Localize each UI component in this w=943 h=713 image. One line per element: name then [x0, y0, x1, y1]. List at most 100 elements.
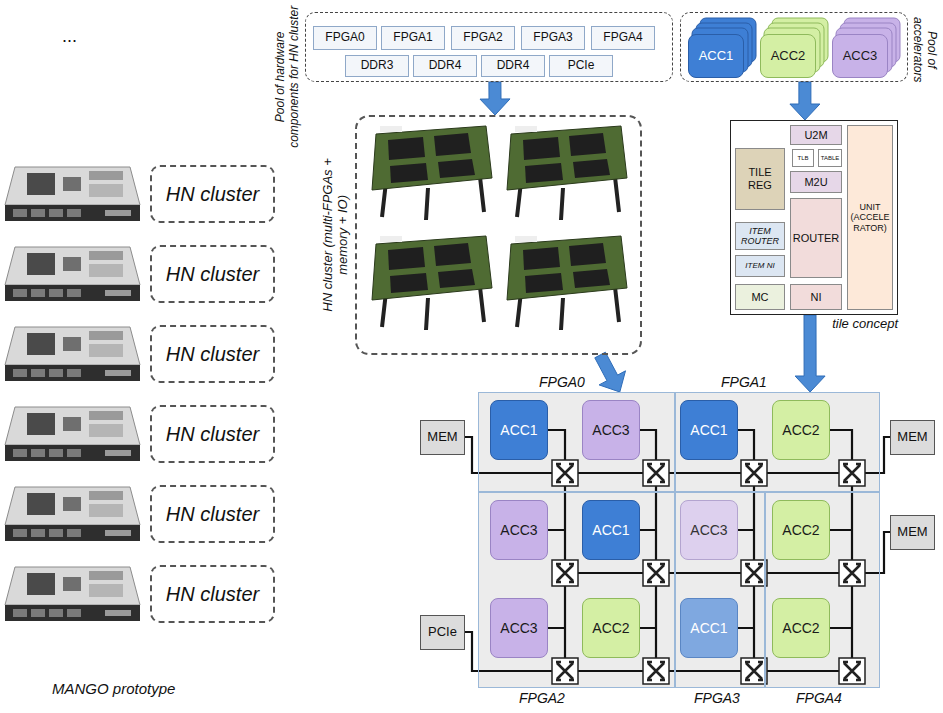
router-symbol [741, 658, 767, 684]
mc-block: MC [735, 284, 785, 310]
tlb-block: TLB [792, 149, 814, 167]
cluster-box: HN cluster [150, 325, 275, 383]
node-label: TILE REG [737, 166, 783, 191]
node-label: ACC2 [782, 620, 819, 636]
fpga-part: FPGA0 [313, 26, 377, 50]
node-label: FPGA3 [533, 31, 572, 45]
router-block: ROUTER [790, 198, 842, 278]
node-label: ACC2 [782, 422, 819, 438]
node-label: ACC2 [782, 522, 819, 538]
node-label: ITEM ROUTER [737, 226, 783, 247]
node-label: ROUTER [793, 232, 839, 245]
node-label: ACC3 [843, 49, 878, 64]
node-label: Pool of accelerators [910, 5, 938, 95]
node-label: FPGA0 [539, 374, 585, 390]
fpga-part: FPGA2 [451, 26, 515, 50]
cluster-board-group: HN cluster (multi-FPGAs + memory + IO) [355, 115, 642, 355]
item-router: ITEM ROUTER [735, 222, 785, 250]
router-symbol [839, 560, 865, 586]
node-label: FPGA2 [463, 31, 502, 45]
node-label: tile concept [832, 317, 898, 332]
ellipsis-mark: ... [62, 26, 77, 47]
node-label: HN cluster [166, 423, 259, 446]
node-label: FPGA2 [519, 690, 565, 706]
fpga-fill [675, 392, 880, 492]
flow-arrow [595, 352, 626, 392]
memory-block: MEM [890, 515, 935, 550]
accelerator-tile: ACC3 [582, 400, 640, 460]
memory-block: MEM [420, 420, 465, 455]
node-label: ACC3 [500, 620, 537, 636]
node-label: MEM [897, 430, 927, 445]
accelerator-tile: ACC1 [490, 400, 548, 460]
board-photo [372, 236, 492, 330]
accelerator-tile: ACC3 [490, 598, 548, 658]
tile-concept: tile conceptTILE REGU2MTLBTABLEM2UITEM R… [730, 120, 898, 315]
m2u-block: M2U [790, 171, 842, 193]
table-block: TABLE [818, 149, 842, 167]
node-label: HN cluster [166, 503, 259, 526]
server-photo [5, 407, 140, 461]
node-label: ACC2 [771, 49, 806, 64]
accelerator-tile: ACC1 [680, 598, 738, 658]
router-symbol [643, 560, 669, 586]
node-label: Pool of hardware components for HN clust… [274, 2, 302, 152]
node-label: DDR3 [361, 59, 394, 73]
accelerator-tile: ACC3 [680, 500, 738, 560]
accelerator-tile: ACC1 [582, 500, 640, 560]
board-photo [372, 126, 492, 220]
node-label: HN cluster [166, 263, 259, 286]
node-label: ITEM NI [745, 261, 774, 270]
node-label: ACC3 [592, 422, 629, 438]
router-symbol [552, 460, 578, 486]
accelerator-tile: ACC2 [772, 598, 830, 658]
unit-block: UNIT (ACCELE RATOR) [847, 125, 893, 310]
node-label: HN cluster [166, 183, 259, 206]
pcie-block: PCIe [420, 615, 465, 650]
node-label: FPGA1 [721, 374, 767, 390]
fpga-region: FPGA1ACC1ACC2 [675, 392, 880, 492]
node-label: MEM [897, 525, 927, 540]
node-label: PCIe [428, 625, 457, 640]
node-label: HN cluster (multi-FPGAs + memory + IO) [321, 135, 351, 335]
router-symbol [741, 560, 767, 586]
node-label: UNIT (ACCELE RATOR) [849, 202, 891, 233]
noc-wire [465, 430, 890, 671]
node-label: FPGA1 [393, 31, 432, 45]
board-photo [507, 126, 627, 220]
node-label: FPGA0 [325, 31, 364, 45]
node-label: FPGA4 [603, 31, 642, 45]
cluster-box: HN cluster [150, 405, 275, 463]
router-symbol [741, 460, 767, 486]
fpga-fill [478, 492, 675, 688]
node-label: U2M [804, 129, 827, 142]
router-symbol [552, 560, 578, 586]
node-label: MC [751, 291, 768, 304]
accelerator-tile: ACC2 [772, 400, 830, 460]
node-label: TLB [797, 155, 808, 162]
flow-arrow [480, 82, 510, 115]
cluster-box: HN cluster [150, 485, 275, 543]
node-label: TABLE [821, 155, 840, 162]
router-symbol [643, 460, 669, 486]
node-label: PCIe [568, 59, 595, 73]
component-pool: Pool of hardware components for HN clust… [305, 12, 673, 82]
accelerator-tile: ACC3 [832, 34, 888, 78]
accelerator-tile: ACC2 [582, 598, 640, 658]
fpga-fill [478, 392, 675, 492]
node-label: NI [811, 291, 822, 304]
server-photo [5, 327, 140, 381]
node-label: HN cluster [166, 583, 259, 606]
node-label: DDR4 [429, 59, 462, 73]
fpga-region: FPGA4ACC2ACC2 [765, 492, 880, 688]
accelerator-tile: ACC2 [772, 500, 830, 560]
node-label: FPGA3 [694, 690, 740, 706]
cluster-box: HN cluster [150, 245, 275, 303]
io-part: DDR3 [345, 55, 409, 77]
server-photo [5, 487, 140, 541]
accelerator-tile: ACC1 [688, 34, 744, 78]
fpga-part: FPGA3 [521, 26, 585, 50]
node-label: ACC3 [690, 522, 727, 538]
node-label: ACC1 [500, 422, 537, 438]
node-label: ACC3 [500, 522, 537, 538]
